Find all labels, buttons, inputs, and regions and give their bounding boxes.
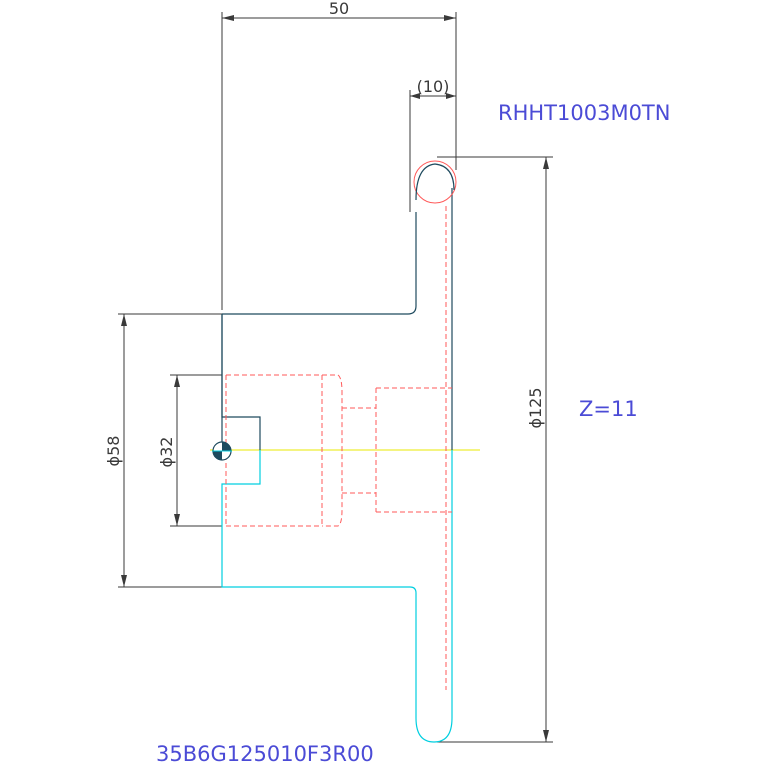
dimension-width-50: 50 <box>221 0 457 310</box>
hub-diameter-label: ϕ58 <box>104 436 123 467</box>
outer-diameter-label: ϕ125 <box>526 387 545 428</box>
insert-code-note: RHHT1003M0TN <box>498 101 670 125</box>
edge-label: (10) <box>417 77 450 96</box>
center-mark <box>212 441 232 461</box>
upper-profile-outline <box>221 188 453 450</box>
bore-diameter-label: ϕ32 <box>157 437 176 468</box>
dimension-bore-diameter: ϕ32 <box>157 374 222 527</box>
dimension-hub-diameter: ϕ58 <box>104 313 222 588</box>
dimension-outer-diameter: ϕ125 <box>437 156 553 743</box>
part-code-note: 35B6G125010F3R00 <box>156 742 374 766</box>
lower-profile-outline <box>221 450 453 743</box>
insert-circle <box>413 160 457 204</box>
teeth-count-note: Z=11 <box>579 397 638 421</box>
width-label: 50 <box>329 0 349 18</box>
dimension-edge-10: (10) <box>409 77 456 212</box>
